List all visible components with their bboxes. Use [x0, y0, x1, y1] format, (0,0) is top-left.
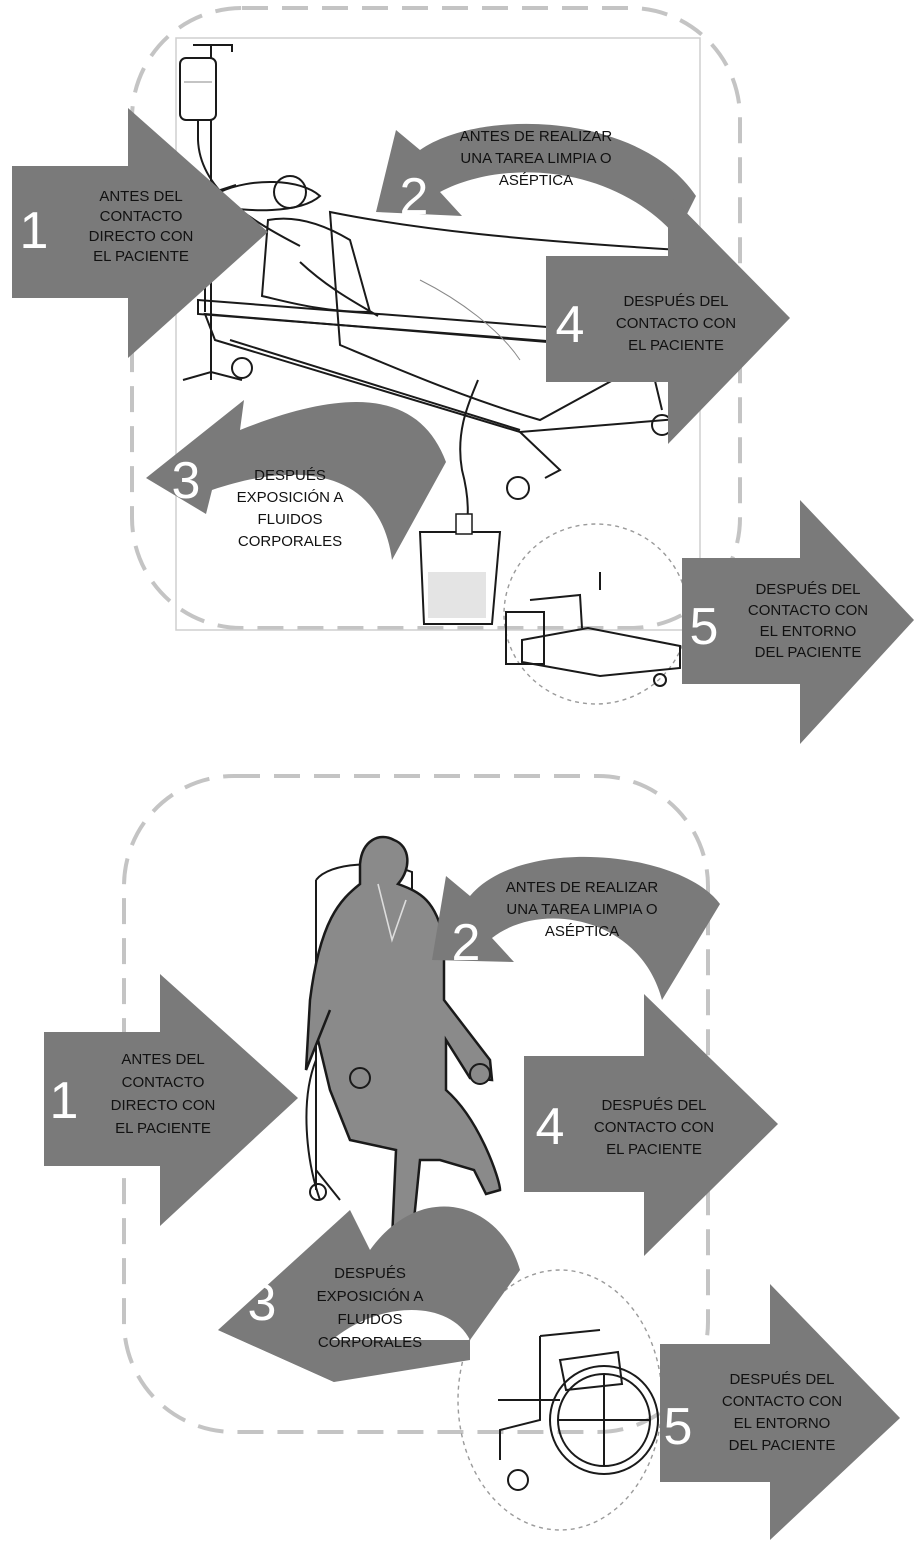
moment-5-label-line-1: DESPUÉS DEL [755, 581, 860, 598]
moment-1-label-line-1: ANTES DEL [99, 188, 182, 205]
moment-4-label-line-1: DESPUÉS DEL [623, 293, 728, 310]
moment-2-number: 2 [400, 168, 429, 226]
moment-4-arrow: 4 DESPUÉS DEL CONTACTO CON EL PACIENTE [546, 194, 790, 444]
moment-2-label-line-1: ANTES DE REALIZAR [460, 128, 613, 145]
moment-4-arrow: 4 DESPUÉS DEL CONTACTO CON EL PACIENTE [524, 994, 778, 1256]
moment-5-label-line-1: DESPUÉS DEL [729, 1371, 834, 1388]
moment-1-label-line-1: ANTES DEL [121, 1051, 204, 1068]
moment-4-label-line-3: EL PACIENTE [628, 337, 724, 354]
bed-environment-inset [504, 524, 688, 704]
moment-5-number: 5 [664, 1398, 693, 1456]
moment-3-label-line-4: CORPORALES [318, 1334, 422, 1351]
moment-2-label-line-1: ANTES DE REALIZAR [506, 879, 659, 896]
moment-1-label-line-2: CONTACTO [122, 1074, 205, 1091]
moment-5-label-line-2: CONTACTO CON [722, 1393, 842, 1410]
moment-4-number: 4 [556, 296, 585, 354]
moment-4-number: 4 [536, 1098, 565, 1156]
moment-1-number: 1 [20, 202, 49, 260]
moment-2-label-line-2: UNA TAREA LIMPIA O [460, 150, 611, 167]
moment-3-label-line-1: DESPUÉS [334, 1265, 406, 1282]
moment-2-arrow: 2 ANTES DE REALIZAR UNA TAREA LIMPIA O A… [376, 124, 696, 236]
iv-bag-icon [180, 58, 216, 120]
moment-1-label-line-3: DIRECTO CON [111, 1097, 216, 1114]
moment-3-label-line-4: CORPORALES [238, 533, 342, 550]
moment-3-label-line-3: FLUIDOS [257, 511, 322, 528]
moment-3-arrow: 3 DESPUÉS EXPOSICIÓN A FLUIDOS CORPORALE… [130, 400, 446, 560]
moment-4-label-line-3: EL PACIENTE [606, 1141, 702, 1158]
moment-5-label-line-4: DEL PACIENTE [729, 1437, 836, 1454]
moment-3-number: 3 [248, 1274, 277, 1332]
moment-2-label-line-3: ASÉPTICA [545, 923, 619, 940]
moment-1-label-line-3: DIRECTO CON [89, 228, 194, 245]
moment-1-arrow: 1 ANTES DEL CONTACTO DIRECTO CON EL PACI… [12, 108, 268, 358]
moment-2-label-line-3: ASÉPTICA [499, 172, 573, 189]
moment-2-number: 2 [452, 914, 481, 972]
moment-3-label-line-3: FLUIDOS [337, 1311, 402, 1328]
moment-5-label-line-3: EL ENTORNO [760, 623, 857, 640]
moment-4-label-line-1: DESPUÉS DEL [601, 1097, 706, 1114]
moment-1-number: 1 [50, 1072, 79, 1130]
moment-3-label-line-2: EXPOSICIÓN A [237, 489, 344, 506]
moment-1-arrow: 1 ANTES DEL CONTACTO DIRECTO CON EL PACI… [44, 974, 298, 1226]
moment-3-label-line-1: DESPUÉS [254, 467, 326, 484]
moment-4-label-line-2: CONTACTO CON [616, 315, 736, 332]
moment-5-arrow: 5 DESPUÉS DEL CONTACTO CON EL ENTORNO DE… [660, 1284, 900, 1540]
moment-2-label-line-2: UNA TAREA LIMPIA O [506, 901, 657, 918]
moment-5-label-line-2: CONTACTO CON [748, 602, 868, 619]
moment-4-label-line-2: CONTACTO CON [594, 1119, 714, 1136]
top-scene: 1 ANTES DEL CONTACTO DIRECTO CON EL PACI… [12, 8, 914, 744]
moment-5-arrow: 5 DESPUÉS DEL CONTACTO CON EL ENTORNO DE… [682, 500, 914, 744]
moment-5-label-line-3: EL ENTORNO [734, 1415, 831, 1432]
moment-1-label-line-4: EL PACIENTE [115, 1120, 211, 1137]
moment-5-number: 5 [690, 598, 719, 656]
moment-3-number: 3 [172, 452, 201, 510]
moment-3-arrow: 3 DESPUÉS EXPOSICIÓN A FLUIDOS CORPORALE… [218, 1206, 520, 1382]
moment-1-label-line-2: CONTACTO [100, 208, 183, 225]
moment-2-arrow: 2 ANTES DE REALIZAR UNA TAREA LIMPIA O A… [432, 857, 720, 1000]
moment-3-label-line-2: EXPOSICIÓN A [317, 1288, 424, 1305]
moment-5-label-line-4: DEL PACIENTE [755, 644, 862, 661]
bottom-scene: 1 ANTES DEL CONTACTO DIRECTO CON EL PACI… [44, 776, 900, 1540]
moment-1-label-line-4: EL PACIENTE [93, 248, 189, 265]
